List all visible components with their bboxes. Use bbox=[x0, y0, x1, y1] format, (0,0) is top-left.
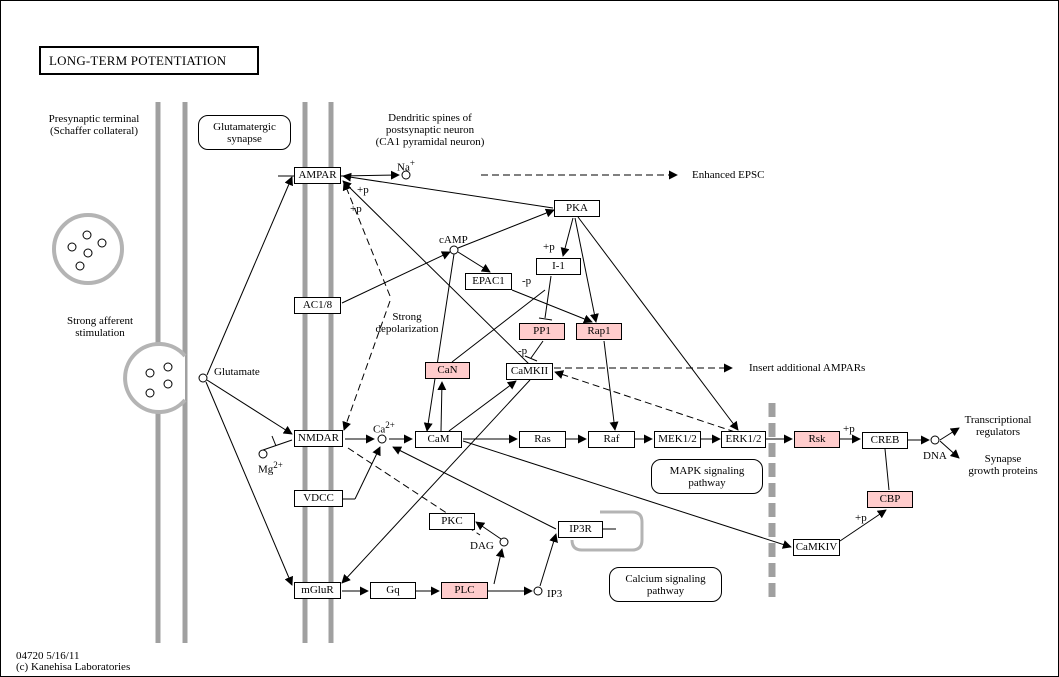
gene-camkii[interactable]: CaMKII bbox=[506, 363, 553, 380]
gene-rap1[interactable]: Rap1 bbox=[576, 323, 622, 340]
sodium-label: Na+ bbox=[397, 158, 415, 174]
gene-ip3r[interactable]: IP3R bbox=[558, 521, 603, 538]
gene-cam[interactable]: CaM bbox=[415, 431, 462, 448]
glutamate-label: Glutamate bbox=[214, 366, 260, 378]
dephospho-mark: -p bbox=[518, 345, 528, 357]
gene-plc[interactable]: PLC bbox=[441, 582, 488, 599]
phospho-mark: +p bbox=[543, 241, 555, 253]
phospho-mark: +p bbox=[357, 184, 369, 196]
gene-pkc[interactable]: PKC bbox=[429, 513, 475, 530]
gene-vdcc[interactable]: VDCC bbox=[294, 490, 343, 507]
gene-gq[interactable]: Gq bbox=[370, 582, 416, 599]
gene-ac18[interactable]: AC1/8 bbox=[294, 297, 341, 314]
diagram-title: LONG-TERM POTENTIATION bbox=[39, 46, 259, 75]
gene-epac1[interactable]: EPAC1 bbox=[465, 273, 512, 290]
gene-pp1[interactable]: PP1 bbox=[519, 323, 565, 340]
insert-ampars-label: Insert additional AMPARs bbox=[749, 362, 866, 374]
gene-ras[interactable]: Ras bbox=[519, 431, 566, 448]
inhibition-lines bbox=[262, 275, 553, 451]
map-code: 04720 5/16/11 bbox=[16, 650, 80, 662]
enhanced-epsc-label: Enhanced EPSC bbox=[692, 169, 765, 181]
gene-raf[interactable]: Raf bbox=[588, 431, 635, 448]
copyright: (c) Kanehisa Laboratories bbox=[16, 661, 131, 673]
gene-ampar[interactable]: AMPAR bbox=[294, 167, 341, 184]
calcium-label: Ca2+ bbox=[373, 420, 395, 436]
phospho-mark: +p bbox=[855, 512, 867, 524]
gene-mek12[interactable]: MEK1/2 bbox=[654, 431, 701, 448]
gene-creb[interactable]: CREB bbox=[862, 432, 908, 449]
gene-camkiv[interactable]: CaMKIV bbox=[793, 539, 840, 556]
dag-label: DAG bbox=[470, 540, 494, 552]
magnesium-label: Mg2+ bbox=[258, 460, 283, 476]
camp-label: cAMP bbox=[439, 234, 468, 246]
dna-label: DNA bbox=[923, 450, 947, 462]
gene-can[interactable]: CaN bbox=[425, 362, 470, 379]
indirect-arrows bbox=[342, 170, 736, 536]
ip3-label: IP3 bbox=[547, 588, 563, 600]
gene-pka[interactable]: PKA bbox=[554, 200, 600, 217]
gene-erk12[interactable]: ERK1/2 bbox=[721, 431, 766, 448]
gene-mglur[interactable]: mGluR bbox=[294, 582, 341, 599]
gene-cbp[interactable]: CBP bbox=[867, 491, 913, 508]
gene-i1[interactable]: I-1 bbox=[536, 258, 581, 275]
activation-arrows bbox=[205, 170, 960, 596]
synaptic-vesicles bbox=[52, 213, 187, 414]
dephospho-mark: -p bbox=[522, 275, 532, 287]
phospho-mark: +p bbox=[350, 203, 362, 215]
compounds bbox=[198, 170, 940, 596]
phospho-mark: +p bbox=[843, 423, 855, 435]
gene-rsk[interactable]: Rsk bbox=[794, 431, 840, 448]
er-outline bbox=[570, 510, 644, 552]
gene-nmdar[interactable]: NMDAR bbox=[294, 430, 343, 447]
presynaptic-label: Presynaptic terminal(Schaffer collateral… bbox=[48, 113, 140, 137]
